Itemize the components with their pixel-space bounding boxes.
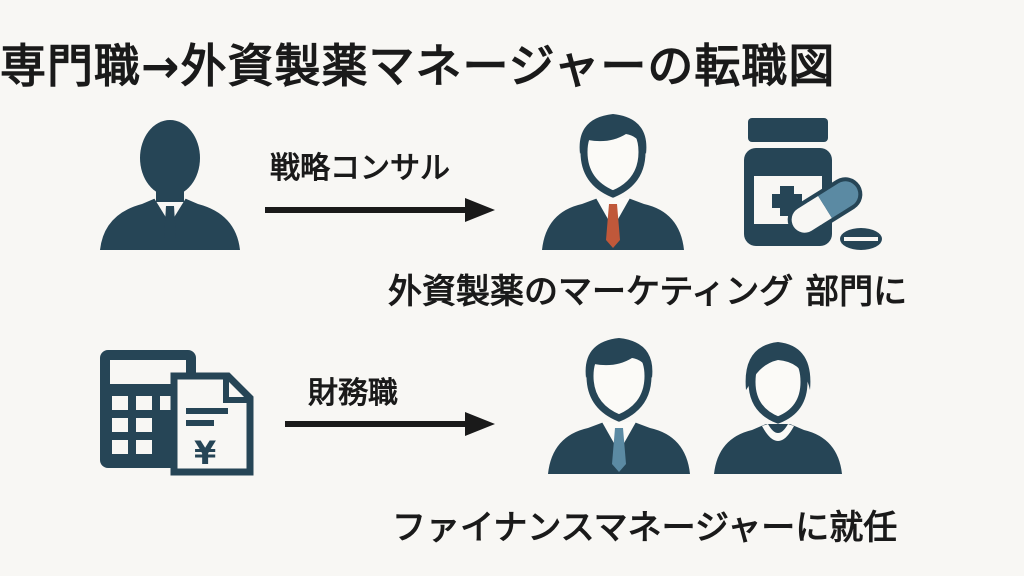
caption-finance-manager: ファイナンスマネージャーに就任 <box>392 508 898 548</box>
svg-text:¥: ¥ <box>194 434 216 472</box>
page-title: 専門職→外資製薬マネージャーの転職図 <box>0 39 836 93</box>
woman-professional-icon <box>714 342 842 474</box>
arrow-label-consulting: 戦略コンサル <box>270 151 450 186</box>
person-silhouette-icon <box>100 120 240 250</box>
tablet-icon <box>840 228 882 250</box>
businessman-icon <box>548 338 690 474</box>
yen-document-icon: ¥ <box>170 372 254 476</box>
caption-marketing: 外資製薬のマーケティング 部門に <box>388 272 908 312</box>
arrow-right-icon <box>265 198 495 222</box>
pill-capsule-icon <box>787 177 863 237</box>
businessman-icon <box>542 114 684 250</box>
arrow-right-icon <box>285 412 495 436</box>
arrow-label-finance: 財務職 <box>308 376 398 411</box>
